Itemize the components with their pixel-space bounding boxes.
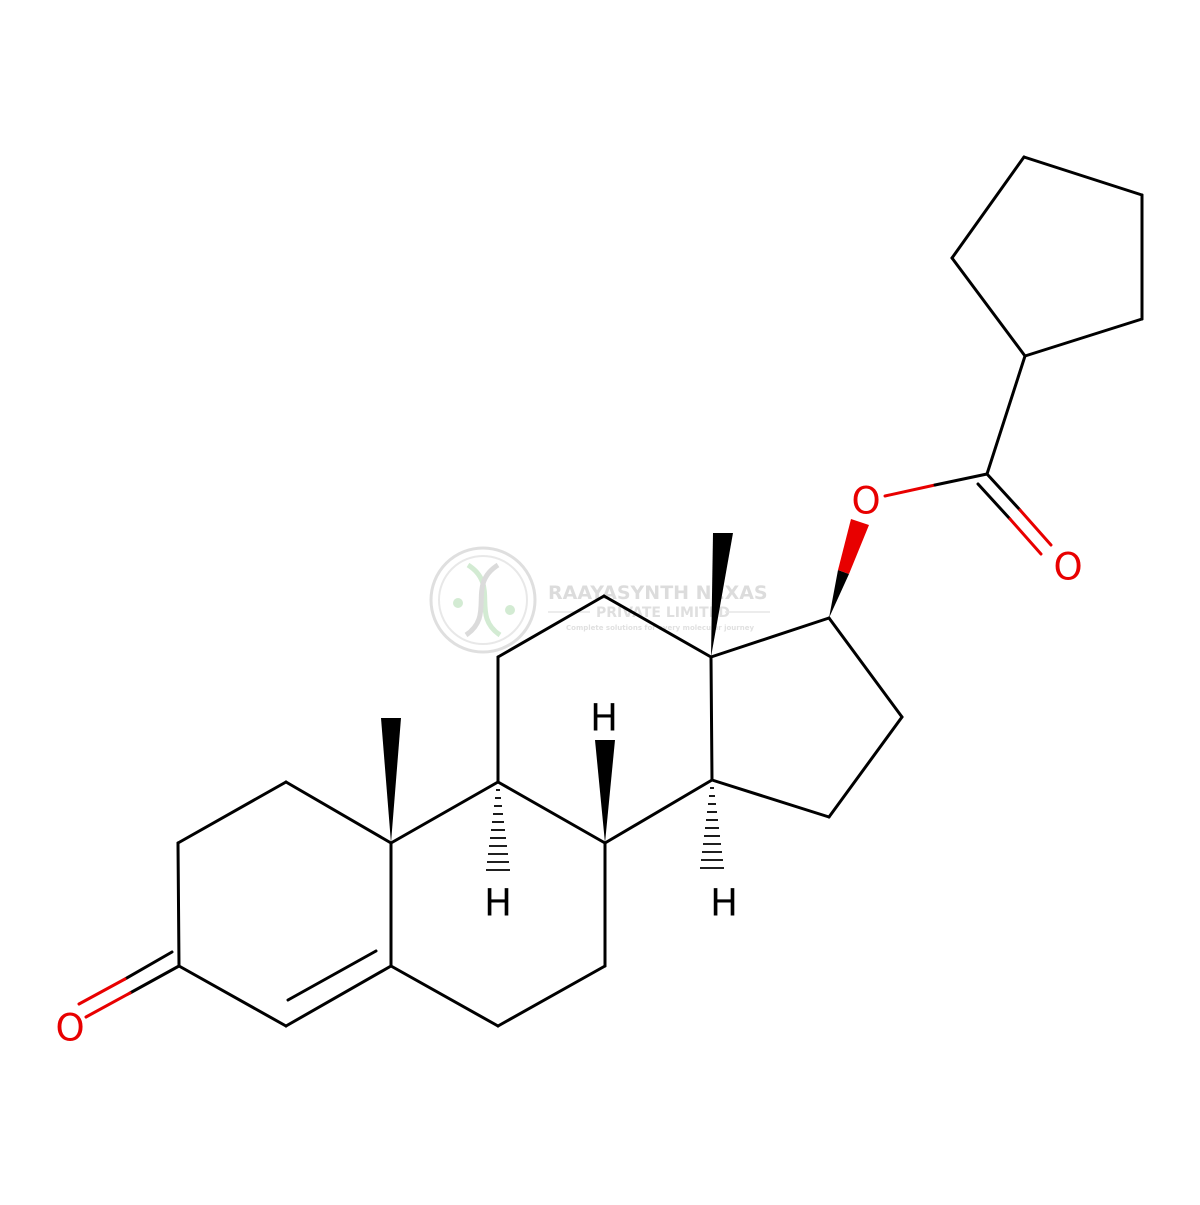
watermark-title: RAAYASYNTH NEXAS bbox=[548, 582, 768, 604]
bond-c8-c9 bbox=[496, 780, 607, 845]
bond-ccarbonyl-cp1 bbox=[985, 354, 1027, 476]
atom-h-c8: H bbox=[590, 697, 618, 740]
bond-cp1-cp2 bbox=[1023, 317, 1144, 358]
bond-c13-c14 bbox=[709, 655, 714, 782]
bond-c-o-carbonyl-b bbox=[976, 482, 1012, 521]
bond-cp4-cp5 bbox=[950, 155, 1026, 260]
dna-helix-logo-icon bbox=[429, 546, 537, 654]
bond-c13-c17 bbox=[709, 616, 831, 659]
bond-c5-c6 bbox=[389, 964, 500, 1028]
bond-c-o-carbonyl-a bbox=[985, 472, 1022, 512]
bond-c16-c15 bbox=[827, 715, 904, 819]
bond-c2-c3 bbox=[176, 841, 181, 968]
atom-h-c14: H bbox=[710, 882, 738, 925]
bond-c6-c7 bbox=[496, 964, 607, 1028]
bond-c11-c12 bbox=[496, 594, 606, 659]
bond-c4-c5-double-inner bbox=[286, 949, 378, 1002]
bond-c3-o-ketone-a-red bbox=[84, 991, 132, 1019]
wedge-c10-methyl bbox=[381, 718, 401, 843]
atom-h-c9: H bbox=[484, 882, 512, 925]
bond-c3-o-ketone-b bbox=[123, 950, 174, 981]
bond-c17-c16 bbox=[827, 616, 904, 719]
wedge-c13-methyl bbox=[711, 533, 733, 657]
bond-c9-c10 bbox=[389, 780, 500, 845]
watermark-subtitle: PRIVATE LIMITED bbox=[596, 605, 730, 621]
bond-c10-c1 bbox=[284, 780, 393, 845]
bond-c3-o-ketone-b-red bbox=[77, 977, 127, 1006]
wedge-c17-o-black bbox=[829, 570, 849, 618]
bond-o-ccarbonyl-black bbox=[933, 472, 989, 487]
bond-c-o-carbonyl-b-red bbox=[1008, 517, 1043, 556]
hash-c14-h bbox=[700, 787, 724, 869]
bond-cp5-cp1 bbox=[950, 256, 1027, 358]
bond-c14-c8 bbox=[603, 778, 714, 845]
bond-c15-c14 bbox=[710, 778, 831, 819]
bond-c12-c13 bbox=[602, 594, 713, 659]
bond-o-ccarbonyl-red bbox=[883, 483, 937, 498]
bond-c4-c5-double bbox=[284, 964, 393, 1028]
bond-c1-c2 bbox=[176, 780, 288, 845]
bond-c3-c4 bbox=[177, 964, 288, 1028]
atom-o-ester: O bbox=[851, 480, 880, 523]
hash-c9-h bbox=[486, 789, 510, 871]
bond-cp3-cp4 bbox=[1022, 155, 1144, 197]
bond-c-o-carbonyl-a-red bbox=[1018, 508, 1053, 547]
atom-o-ketone: O bbox=[55, 1007, 84, 1050]
wedge-c8-h bbox=[595, 740, 615, 843]
wedge-c17-o-red bbox=[838, 519, 869, 574]
atom-o-carbonyl: O bbox=[1053, 546, 1082, 589]
bond-c3-o-ketone-a bbox=[128, 964, 181, 995]
